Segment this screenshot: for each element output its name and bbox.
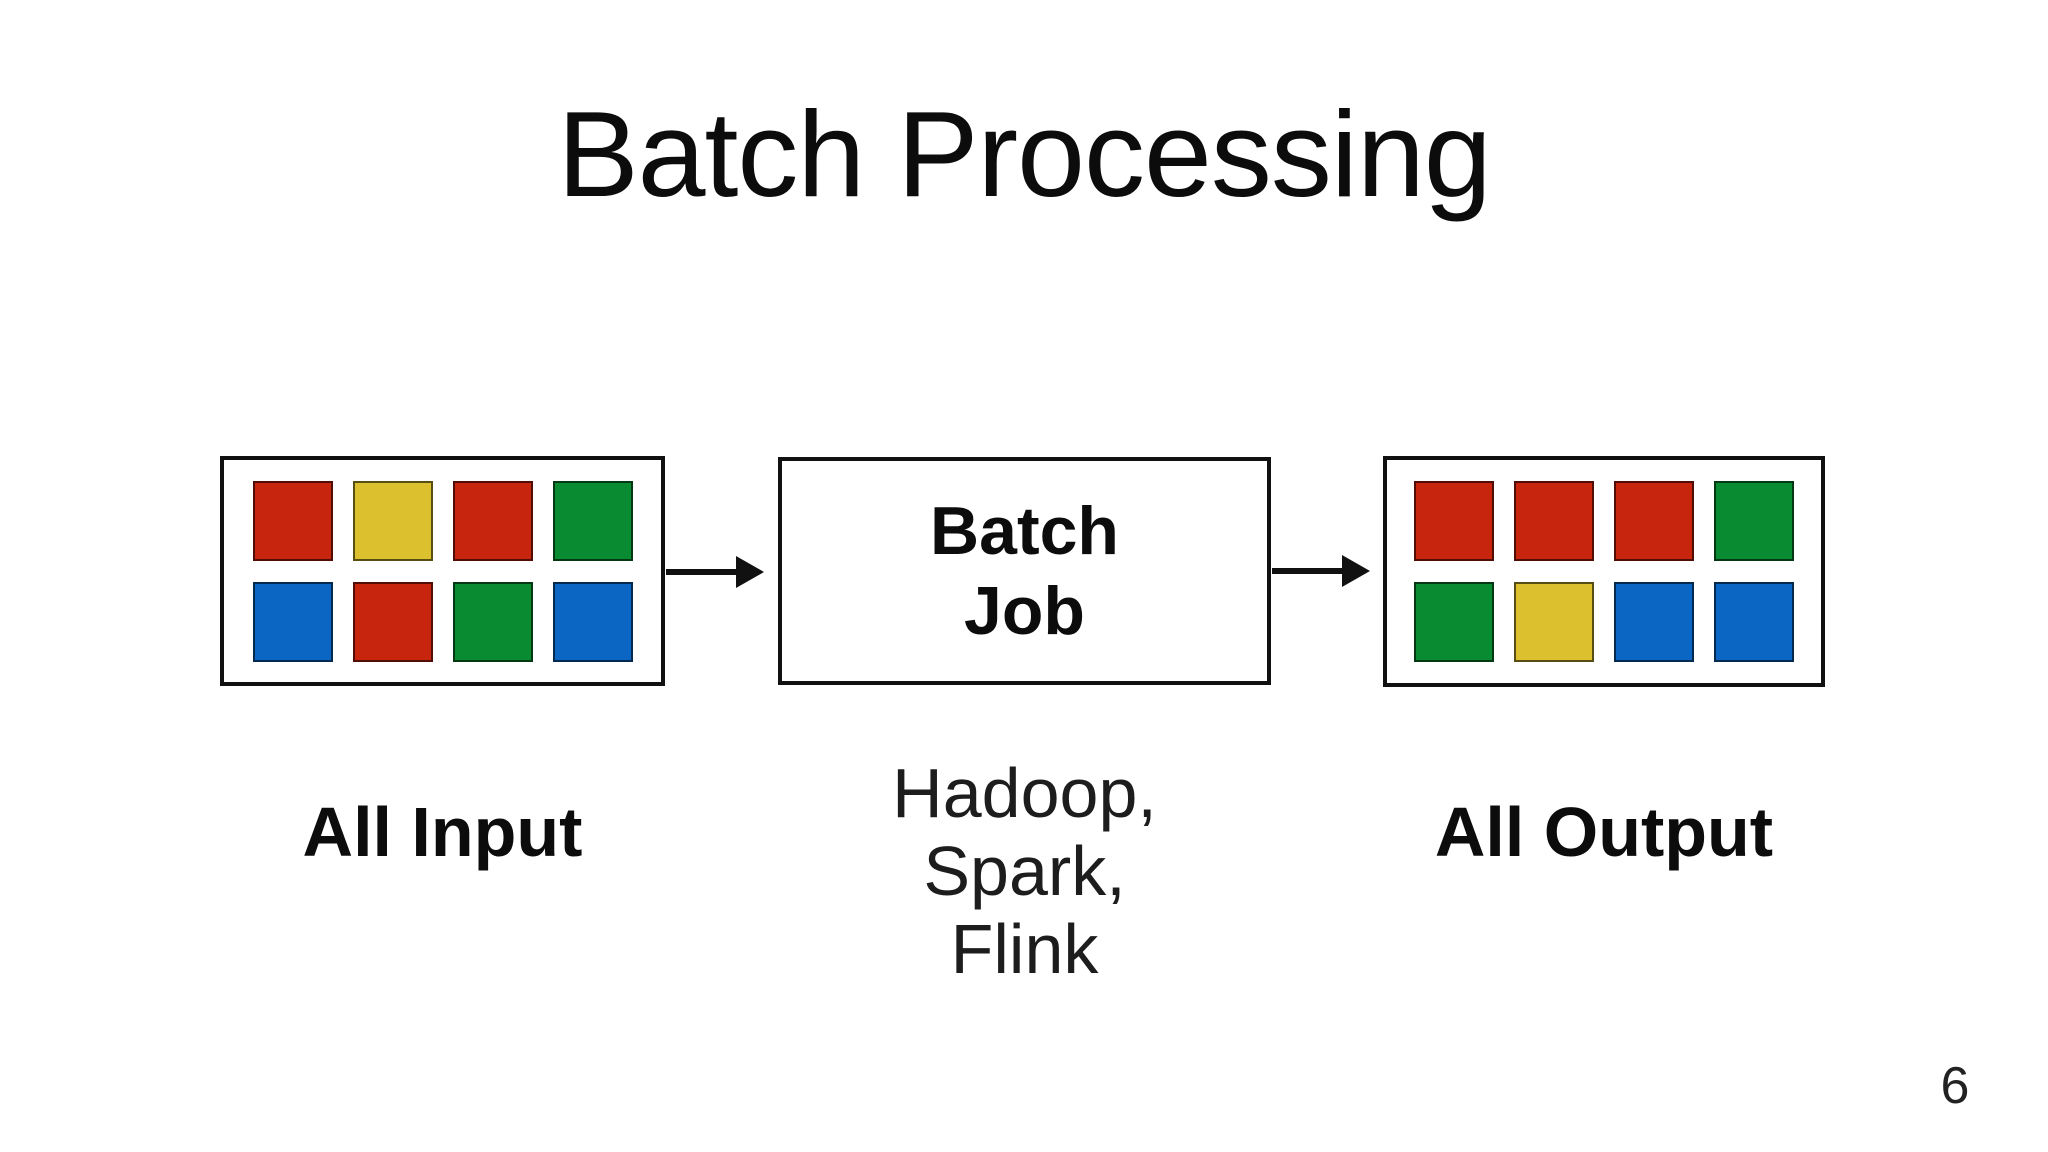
arrow-input-to-job (666, 556, 764, 588)
red-cell (452, 480, 533, 561)
slide-title: Batch Processing (557, 86, 1491, 222)
yellow-cell (352, 480, 433, 561)
all-input-label: All Input (302, 793, 583, 871)
input-cell-grid (224, 460, 661, 682)
arrow-job-to-output (1272, 555, 1370, 587)
output-data-box (1383, 456, 1825, 687)
green-cell (552, 480, 633, 561)
red-cell (1614, 481, 1694, 561)
arrow-shaft (666, 569, 736, 575)
red-cell (1514, 481, 1594, 561)
blue-cell (1614, 582, 1694, 662)
green-cell (1414, 582, 1494, 662)
output-cell-grid (1387, 460, 1821, 683)
blue-cell (1714, 582, 1794, 662)
arrow-shaft (1272, 568, 1342, 574)
input-data-box (220, 456, 665, 686)
red-cell (252, 480, 333, 561)
blue-cell (552, 581, 633, 662)
red-cell (1414, 481, 1494, 561)
green-cell (452, 581, 533, 662)
arrow-head-icon (1342, 555, 1370, 587)
blue-cell (252, 581, 333, 662)
yellow-cell (1514, 582, 1594, 662)
green-cell (1714, 481, 1794, 561)
batch-job-box: Batch Job (778, 457, 1271, 685)
red-cell (352, 581, 433, 662)
batch-job-label: Batch Job (930, 493, 1119, 649)
all-output-label: All Output (1434, 793, 1774, 871)
page-number: 6 (1940, 1057, 1970, 1115)
frameworks-caption: Hadoop, Spark, Flink (892, 754, 1157, 988)
arrow-head-icon (736, 556, 764, 588)
